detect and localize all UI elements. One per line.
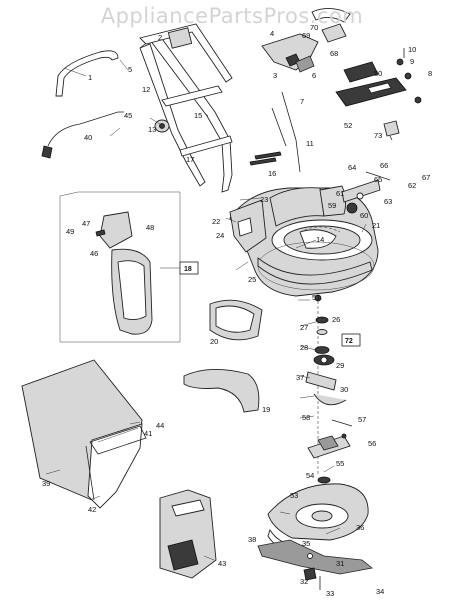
part-label-70: 70 [310, 23, 318, 32]
part-label-1: 1 [88, 73, 92, 82]
bail-handle [55, 50, 119, 97]
part-label-23: 23 [260, 195, 268, 204]
part-label-72: 72 [345, 338, 353, 345]
part-label-25: 25 [248, 275, 256, 284]
lower-handle [139, 35, 233, 193]
part-label-46: 46 [90, 249, 98, 258]
part-label-36: 36 [356, 523, 364, 532]
part-label-31: 31 [336, 559, 344, 568]
part-label-11: 11 [306, 139, 314, 148]
part-label-3: 3 [273, 71, 277, 80]
part-label-45: 45 [124, 111, 132, 120]
part-label-4: 4 [270, 29, 274, 38]
part-label-63: 63 [384, 197, 392, 206]
blade-adapter [267, 483, 369, 555]
part-label-22: 22 [212, 217, 220, 226]
handle-knob [154, 119, 170, 133]
part-label-35: 35 [302, 539, 310, 548]
control-housing [261, 8, 351, 73]
small-hardware-top [396, 48, 422, 104]
battery-charger [335, 61, 407, 141]
part-label-19: 19 [262, 405, 270, 414]
part-label-47: 47 [82, 219, 90, 228]
mower-blade [257, 539, 373, 590]
part-label-67: 67 [422, 173, 430, 182]
part-label-33: 33 [326, 589, 334, 598]
part-label-2: 2 [158, 33, 162, 42]
part-label-29: 29 [336, 361, 344, 370]
part-label-64: 64 [348, 163, 356, 172]
part-label-56: 56 [368, 439, 376, 448]
part-label-69: 69 [302, 31, 310, 40]
part-label-20: 20 [210, 337, 218, 346]
battery-pack [159, 489, 217, 579]
part-label-37: 37 [296, 373, 304, 382]
part-label-51: 51 [312, 293, 320, 302]
part-label-21: 21 [372, 221, 380, 230]
part-label-5: 5 [128, 65, 132, 74]
rear-baffle [229, 199, 267, 253]
part-label-30: 30 [340, 385, 348, 394]
part-label-26: 26 [332, 315, 340, 324]
part-label-41: 41 [144, 429, 152, 438]
part-label-16: 16 [268, 169, 276, 178]
part-label-14: 14 [316, 235, 324, 244]
part-number-labels: 1 2 3 4 5 6 7 8 9 10 11 12 13 14 15 16 1… [42, 23, 432, 598]
part-label-73: 73 [374, 131, 382, 140]
mower-deck [229, 187, 379, 297]
part-label-9: 9 [410, 57, 414, 66]
part-label-32: 32 [300, 577, 308, 586]
callout-box-72 [341, 333, 361, 347]
part-label-52: 52 [344, 121, 352, 130]
part-label-66: 66 [380, 161, 388, 170]
part-label-7: 7 [300, 97, 304, 106]
upper-handle [139, 23, 233, 83]
grass-bag [21, 359, 143, 509]
part-label-27: 27 [300, 323, 308, 332]
part-label-13: 13 [148, 125, 156, 134]
part-label-18: 18 [184, 266, 192, 273]
part-label-53: 53 [290, 491, 298, 500]
part-label-10: 10 [408, 45, 416, 54]
part-label-8: 8 [428, 69, 432, 78]
bag-frame [89, 425, 147, 455]
part-label-57: 57 [358, 415, 366, 424]
part-label-39: 39 [42, 479, 50, 488]
part-label-55: 55 [336, 459, 344, 468]
part-label-50: 50 [374, 69, 382, 78]
discharge-chute [183, 369, 260, 413]
drive-cable [41, 111, 124, 159]
part-label-6: 6 [312, 71, 316, 80]
part-label-44: 44 [156, 421, 164, 430]
part-label-68: 68 [330, 49, 338, 58]
part-label-48: 48 [146, 223, 154, 232]
part-label-24: 24 [216, 231, 224, 240]
part-label-43: 43 [218, 559, 226, 568]
part-label-38: 38 [248, 535, 256, 544]
height-adjuster [341, 171, 391, 214]
part-label-28: 28 [300, 343, 308, 352]
part-label-42: 42 [88, 505, 96, 514]
part-label-65: 65 [374, 175, 382, 184]
part-label-54: 54 [306, 471, 314, 480]
blade-drive-stack [305, 294, 353, 484]
part-label-15: 15 [194, 111, 202, 120]
mulch-plug [209, 299, 263, 341]
part-label-12: 12 [142, 85, 150, 94]
part-label-61: 61 [336, 189, 344, 198]
mulch-inset-box [59, 191, 181, 343]
part-label-34: 34 [376, 587, 384, 596]
part-label-58: 58 [302, 413, 310, 422]
part-label-17: 17 [186, 155, 194, 164]
cable-ties [249, 91, 301, 173]
part-label-62: 62 [408, 181, 416, 190]
part-label-60: 60 [360, 211, 368, 220]
dust-seal-gasket [299, 226, 341, 233]
part-label-49: 49 [66, 227, 74, 236]
part-label-59: 59 [328, 201, 336, 210]
part-label-40: 40 [84, 133, 92, 142]
